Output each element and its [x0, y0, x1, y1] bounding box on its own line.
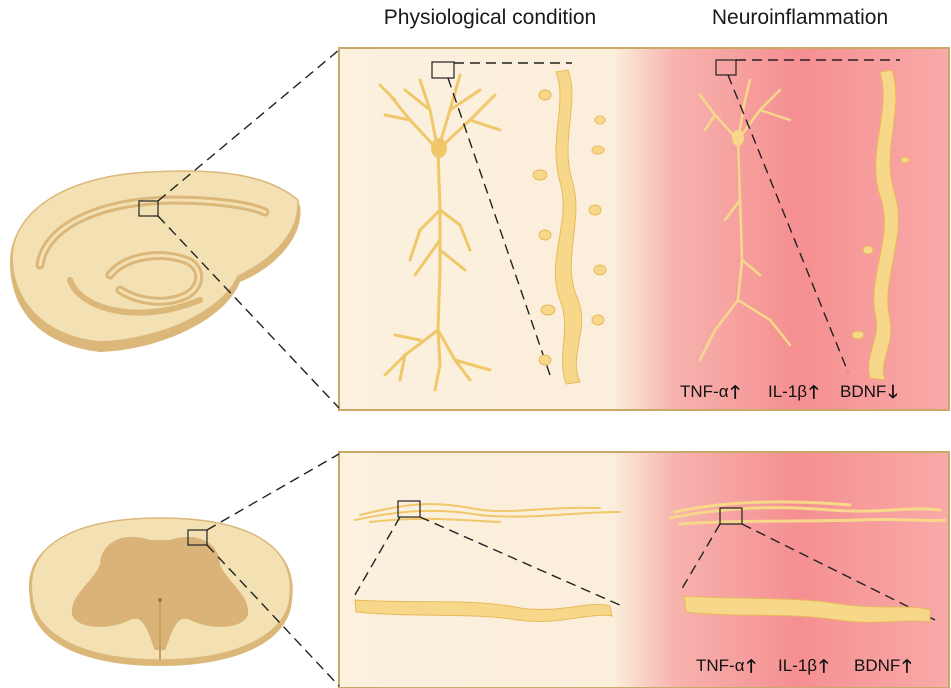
hippocampus-slice — [10, 171, 300, 352]
spinal-bdnf-label: BDNF 🡑 — [854, 656, 912, 676]
hippocampus-il1b-text: IL-1β — [768, 382, 807, 402]
inflamed-soma — [732, 130, 744, 146]
spinal-bdnf-text: BDNF — [854, 656, 900, 676]
arrow-up-icon: 🡑 — [819, 657, 828, 675]
hippocampus-tnf-label: TNF-α 🡑 — [680, 382, 740, 402]
spinal-tnf-label: TNF-α 🡑 — [696, 656, 756, 676]
arrow-up-icon: 🡑 — [809, 383, 818, 401]
arrow-up-icon: 🡑 — [747, 657, 756, 675]
hippocampus-panel — [339, 48, 949, 410]
spinal-il1b-text: IL-1β — [778, 656, 817, 676]
arrow-down-icon: 🡓 — [888, 383, 897, 401]
spinal-panel — [339, 452, 949, 688]
spinal-il1b-label: IL-1β 🡑 — [778, 656, 828, 676]
spinal-cord-section — [29, 518, 293, 666]
hippocampus-bdnf-text: BDNF — [840, 382, 886, 402]
hippocampus-tnf-text: TNF-α — [680, 382, 729, 402]
arrow-up-icon: 🡑 — [902, 657, 911, 675]
healthy-soma — [431, 138, 447, 158]
hippocampus-il1b-label: IL-1β 🡑 — [768, 382, 818, 402]
hippocampus-bdnf-label: BDNF 🡓 — [840, 382, 898, 402]
arrow-up-icon: 🡑 — [731, 383, 740, 401]
spinal-tnf-text: TNF-α — [696, 656, 745, 676]
